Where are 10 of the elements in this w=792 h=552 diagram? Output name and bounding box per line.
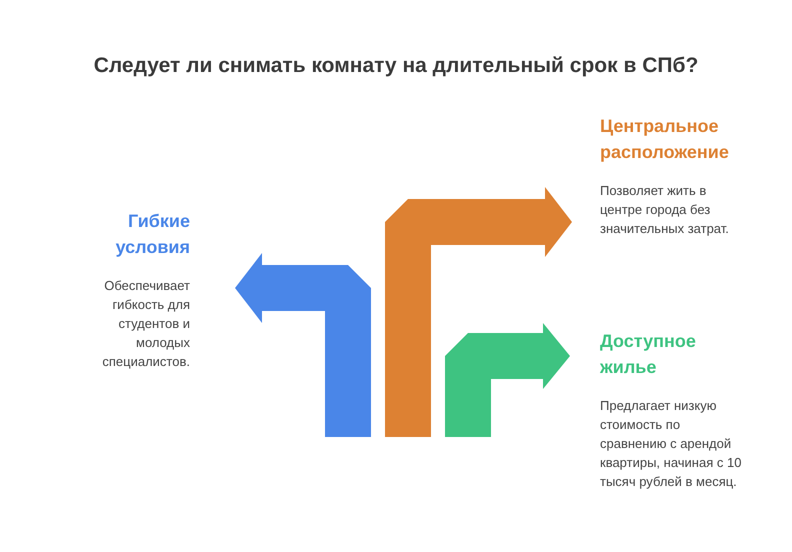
- description: Позволяет жить в центре города без значительных затрат.: [600, 182, 730, 238]
- description: Обеспечивает гибкость для студентов и молодых специалистов.: [101, 277, 190, 371]
- heading: Гибкие условия: [114, 210, 190, 259]
- bent-arrow: [445, 323, 570, 437]
- bent-arrow: [235, 253, 371, 437]
- title: Следует ли снимать комнату на длительный срок в СПб?: [92, 54, 700, 78]
- heading: Центральное расположение: [600, 115, 730, 164]
- description: Предлагает низкую стоимость по сравнению с арендой квартиры, начиная с 10 тысяч рублей в месяц.: [600, 397, 742, 491]
- bent-arrow: [385, 187, 572, 437]
- heading: Доступное жилье: [600, 330, 697, 379]
